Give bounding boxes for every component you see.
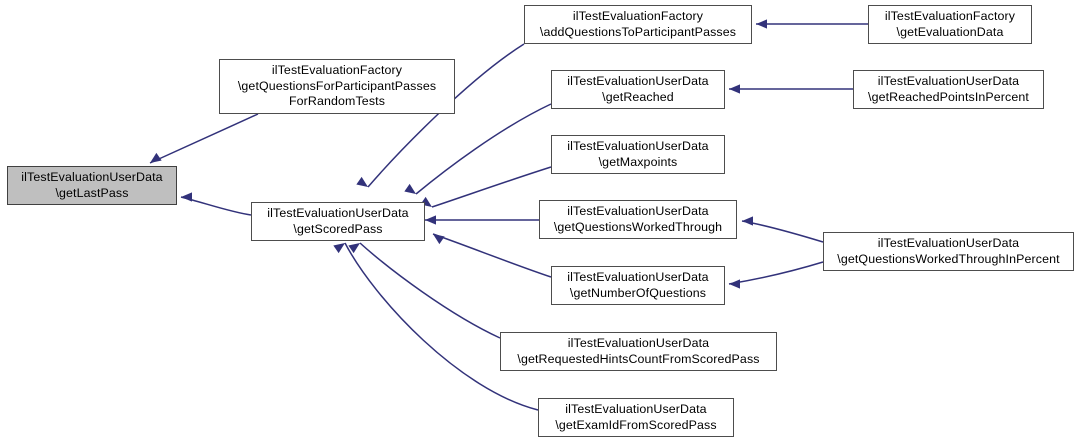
node-label-line: \getEvaluationData [896, 24, 1004, 39]
node-label-line: \getNumberOfQuestions [569, 285, 707, 300]
graph-node-getRequestedHintsCountFromScoredPass[interactable]: ilTestEvaluationUserData\getRequestedHin… [500, 332, 777, 371]
graph-edge-getScoredPass-to-getLastPass [180, 192, 252, 216]
graph-edge-getExamIdFromScoredPass-to-getScoredPass [333, 242, 539, 411]
graph-edge-getQuestionsWorkedThrough-to-getScoredPass [425, 215, 539, 225]
node-label-line: \addQuestionsToParticipantPasses [539, 24, 737, 39]
node-label-line: \getLastPass [55, 185, 129, 200]
node-label-line: ilTestEvaluationUserData [567, 336, 710, 350]
node-label-line: ForRandomTests [288, 94, 386, 109]
graph-node-getEvaluationData[interactable]: ilTestEvaluationFactory\getEvaluationDat… [868, 5, 1032, 44]
graph-node-addQuestionsToParticipantPasses[interactable]: ilTestEvaluationFactory\addQuestionsToPa… [524, 5, 752, 44]
graph-edge-getQuestionsWorkedThroughInPercent-to-getNumberOfQuestions [728, 261, 824, 289]
graph-edge-getQuestionsWorkedThroughInPercent-to-getQuestionsWorkedThrough [741, 216, 824, 243]
node-label-line: \getReachedPointsInPercent [868, 89, 1029, 104]
node-label-line: ilTestEvaluationUserData [567, 204, 709, 218]
graph-edge-getEvaluationData-to-addQuestionsToParticipantPasses [756, 19, 868, 29]
node-label-line: \getQuestionsForParticipantPasses [237, 78, 437, 93]
node-label-line: \getQuestionsWorkedThroughInPercent [837, 251, 1060, 266]
graph-edge-getMaxpoints-to-getScoredPass [420, 166, 552, 208]
graph-node-getLastPass[interactable]: ilTestEvaluationUserData\getLastPass [7, 166, 177, 205]
node-label-line: \getRequestedHintsCountFromScoredPass [517, 351, 760, 366]
node-label-line: ilTestEvaluationUserData [567, 74, 709, 88]
node-label-line: ilTestEvaluationUserData [565, 402, 707, 416]
graph-node-getMaxpoints[interactable]: ilTestEvaluationUserData\getMaxpoints [551, 135, 725, 174]
node-label-line: \getMaxpoints [598, 154, 678, 169]
graph-edge-getNumberOfQuestions-to-getScoredPass [432, 233, 552, 278]
node-label-line: ilTestEvaluationUserData [21, 170, 163, 184]
node-label-line: ilTestEvaluationUserData [267, 206, 409, 220]
graph-node-getReached[interactable]: ilTestEvaluationUserData\getReached [551, 70, 725, 109]
node-label-line: ilTestEvaluationFactory [572, 9, 704, 23]
graph-node-getQuestionsForParticipantPassesForRandomTests[interactable]: ilTestEvaluationFactory\getQuestionsForP… [219, 59, 455, 114]
graph-node-getQuestionsWorkedThroughInPercent[interactable]: ilTestEvaluationUserData\getQuestionsWor… [823, 232, 1074, 271]
node-label-line: ilTestEvaluationUserData [877, 236, 1020, 250]
node-label-line: \getReached [602, 89, 674, 104]
graph-node-getNumberOfQuestions[interactable]: ilTestEvaluationUserData\getNumberOfQues… [551, 266, 725, 305]
graph-node-getReachedPointsInPercent[interactable]: ilTestEvaluationUserData\getReachedPoint… [853, 70, 1044, 109]
graph-edge-getReachedPointsInPercent-to-getReached [729, 84, 853, 94]
graph-node-getExamIdFromScoredPass[interactable]: ilTestEvaluationUserData\getExamIdFromSc… [538, 398, 734, 437]
node-label-line: \getExamIdFromScoredPass [555, 417, 717, 432]
graph-node-getScoredPass[interactable]: ilTestEvaluationUserData\getScoredPass [251, 202, 425, 241]
node-label-line: ilTestEvaluationUserData [877, 74, 1020, 88]
node-label-line: ilTestEvaluationUserData [567, 270, 709, 284]
graph-edge-getQuestionsForParticipantPassesForRandomTests-to-getLastPass [149, 113, 259, 164]
node-label-line: \getQuestionsWorkedThrough [553, 219, 723, 234]
node-label-line: ilTestEvaluationFactory [884, 9, 1016, 23]
node-label-line: ilTestEvaluationUserData [567, 139, 709, 153]
graph-node-getQuestionsWorkedThrough[interactable]: ilTestEvaluationUserData\getQuestionsWor… [539, 200, 737, 239]
node-label-line: ilTestEvaluationFactory [271, 63, 403, 78]
node-label-line: \getScoredPass [293, 221, 383, 236]
graph-edge-getReached-to-getScoredPass [404, 103, 552, 195]
graph-edge-getRequestedHintsCountFromScoredPass-to-getScoredPass [348, 242, 501, 339]
